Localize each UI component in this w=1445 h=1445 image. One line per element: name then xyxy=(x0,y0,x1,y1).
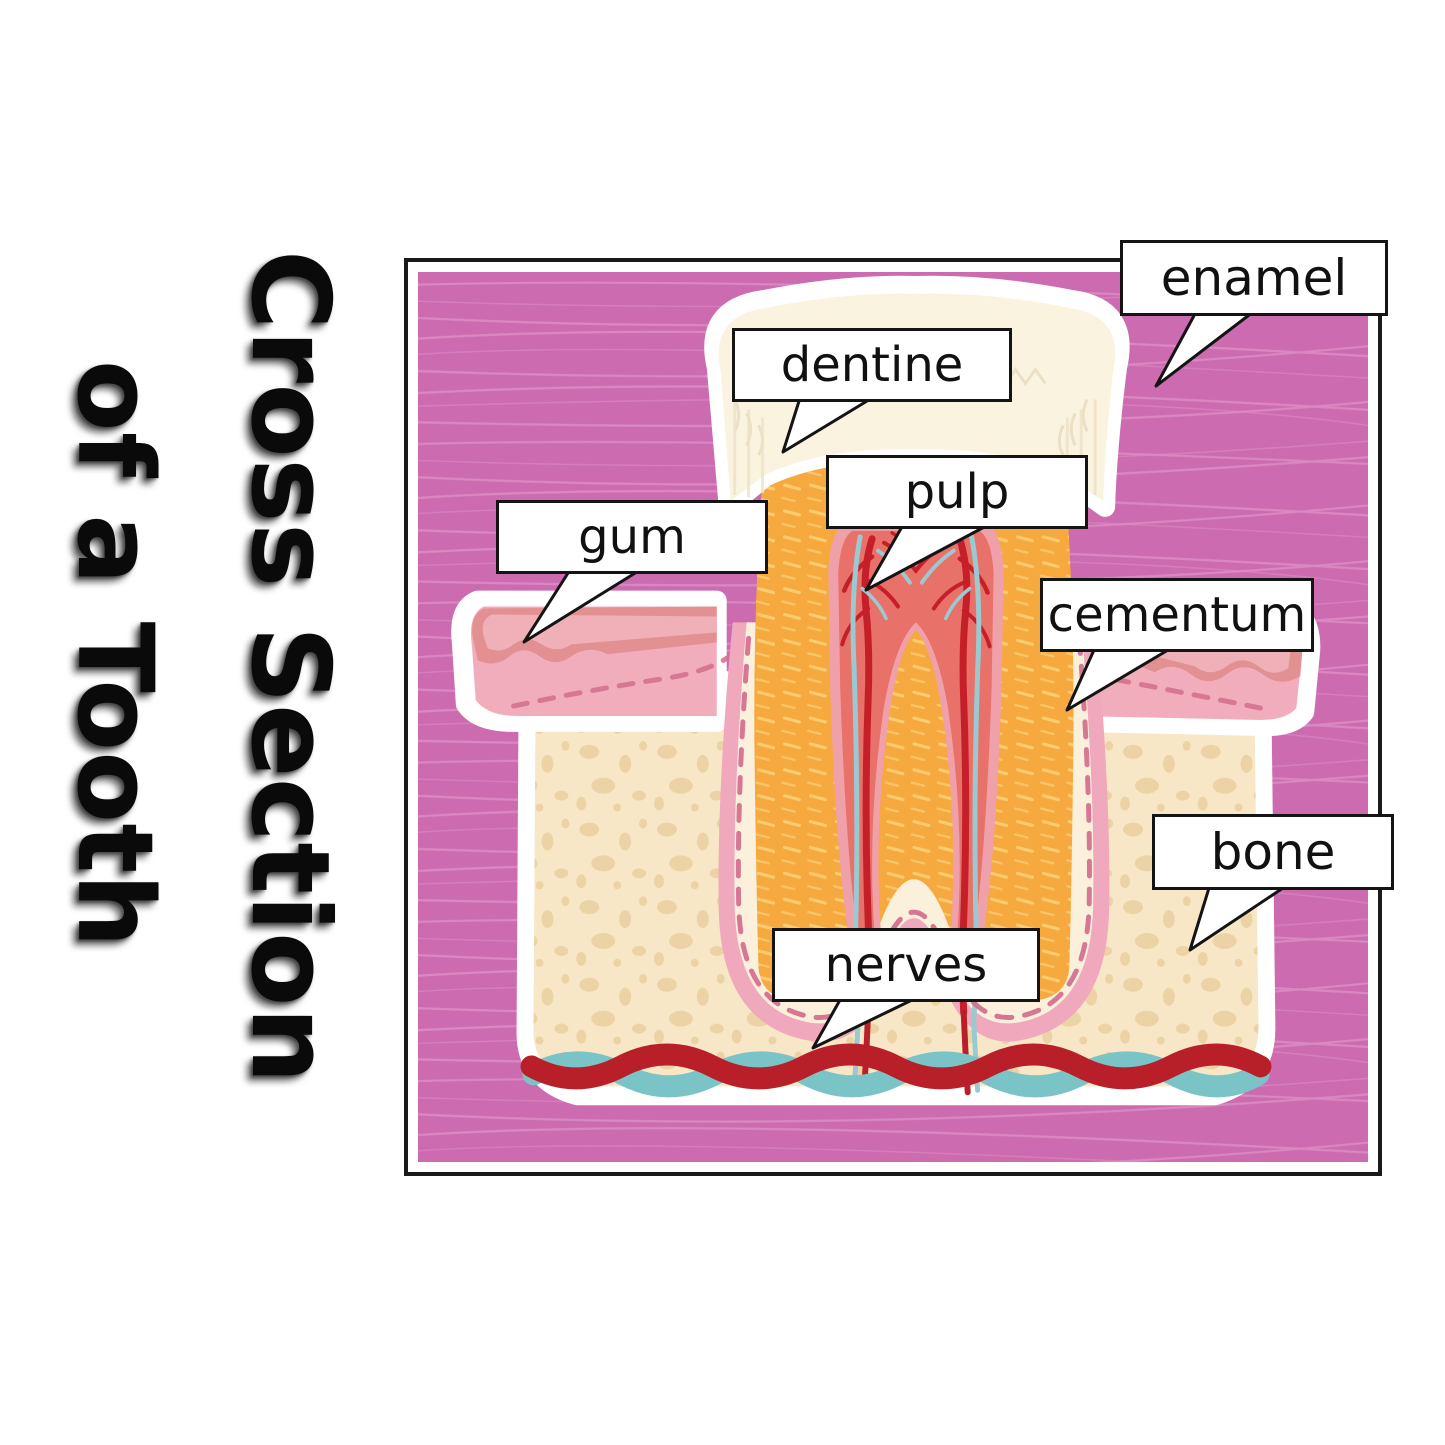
label-gum[interactable]: gum xyxy=(496,500,768,574)
label-enamel-text: enamel xyxy=(1160,249,1348,307)
label-nerves[interactable]: nerves xyxy=(772,928,1040,1002)
label-dentine-text: dentine xyxy=(780,337,964,393)
label-gum-text: gum xyxy=(578,509,686,565)
label-dentine[interactable]: dentine xyxy=(732,328,1012,402)
diagram-canvas xyxy=(418,272,1368,1162)
label-bone-text: bone xyxy=(1210,823,1336,881)
title-line-primary: Cross Section xyxy=(227,250,352,1085)
label-cementum-text: cementum xyxy=(1047,587,1307,643)
label-pulp[interactable]: pulp xyxy=(826,455,1088,529)
label-nerves-text: nerves xyxy=(824,937,988,993)
poster-title: Cross Section of a Tooth xyxy=(0,0,400,1445)
label-cementum[interactable]: cementum xyxy=(1040,578,1314,652)
title-line-secondary: of a Tooth xyxy=(54,360,176,949)
label-bone[interactable]: bone xyxy=(1152,814,1394,890)
tooth-cross-section-illustration xyxy=(418,272,1368,1162)
label-enamel[interactable]: enamel xyxy=(1120,240,1388,316)
label-pulp-text: pulp xyxy=(904,464,1010,520)
